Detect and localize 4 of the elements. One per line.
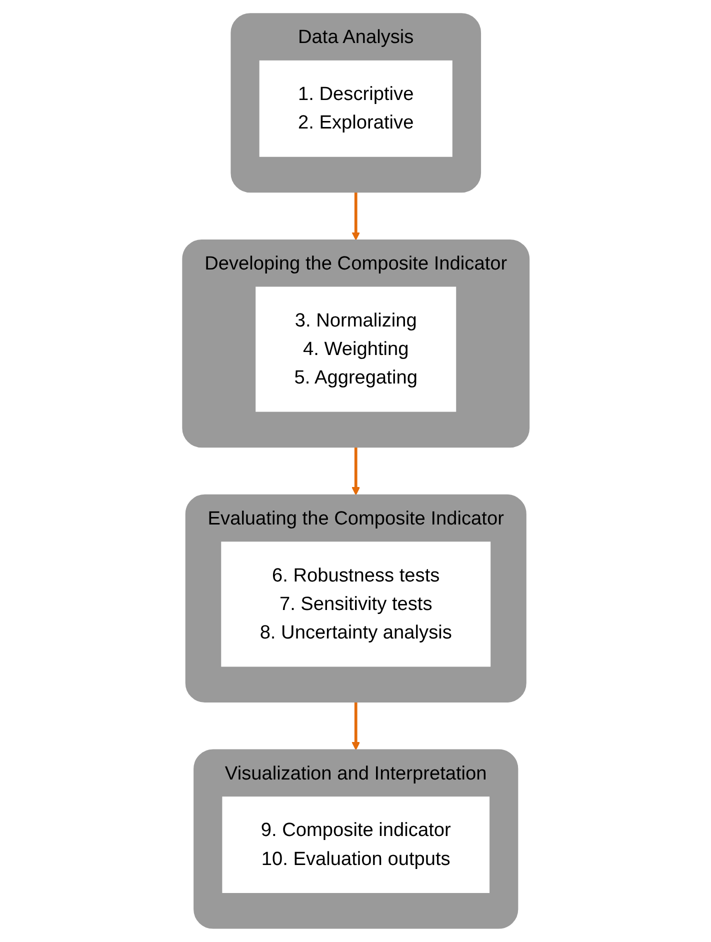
list-box: 1. Descriptive 2. Explorative [258, 60, 452, 157]
list-box: 3. Normalizing 4. Weighting 5. Aggregating [255, 286, 456, 412]
list-box: 9. Composite indicator 10. Evaluation outputs [222, 796, 490, 894]
list-box: 6. Robustness tests 7. Sensitivity tests 8. Uncertainty analysis [220, 542, 490, 667]
